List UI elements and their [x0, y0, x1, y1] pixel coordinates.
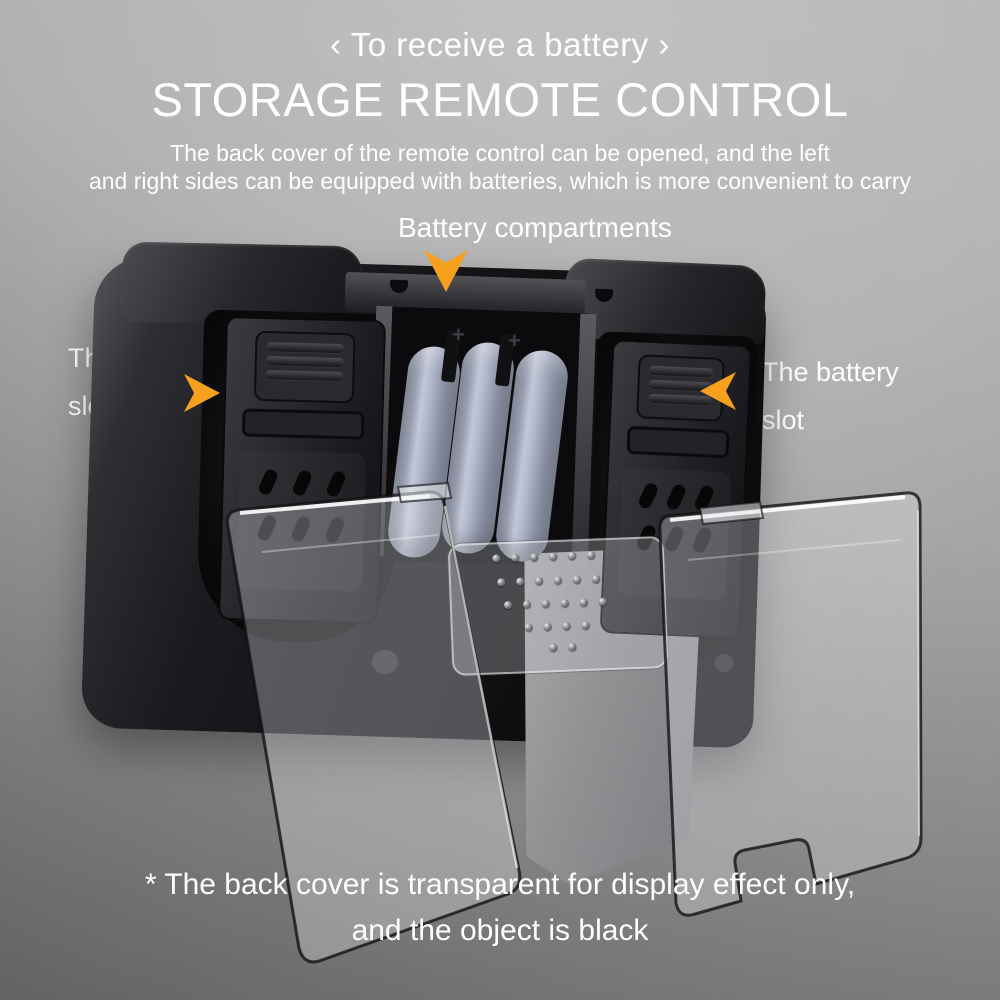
right-slot-label-line2: slot	[762, 405, 805, 435]
right-slot-label-line1: The battery	[762, 357, 899, 387]
cover-tab	[698, 500, 765, 526]
description-line-1: The back cover of the remote control can…	[170, 140, 830, 166]
footnote-line-1: * The back cover is transparent for disp…	[144, 868, 856, 901]
battery-compartments-label: Battery compartments	[398, 212, 672, 243]
screw-hole	[372, 650, 398, 674]
cover-tab	[396, 481, 453, 504]
footnote-line-2: and the object is black	[351, 914, 649, 947]
description-line-2: and right sides can be equipped with bat…	[88, 168, 912, 194]
transparent-cover-right	[658, 491, 923, 917]
right-battery-slot-label: The battery slot	[762, 348, 899, 444]
page-title: STORAGE REMOTE CONTROL	[151, 73, 849, 126]
polarity-plus-mark: +	[452, 322, 465, 347]
polarity-plus-mark: +	[508, 328, 521, 353]
tagline: ‹ To receive a battery ›	[330, 26, 670, 63]
screw-hole	[714, 654, 734, 672]
